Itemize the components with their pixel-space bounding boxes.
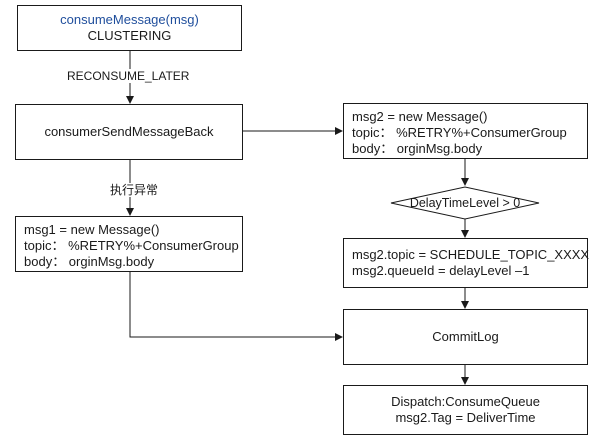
- edge-label-exception: 执行异常: [110, 183, 159, 197]
- node-msg1: msg1 = new Message() topic： %RETRY%+Cons…: [15, 216, 243, 272]
- node-dispatch-line-1: Dispatch:ConsumeQueue: [391, 394, 540, 409]
- node-send-message-back-label: consumerSendMessageBack: [44, 124, 214, 139]
- node-dispatch: Dispatch:ConsumeQueue msg2.Tag = Deliver…: [343, 385, 588, 435]
- node-commitlog-label: CommitLog: [432, 329, 499, 344]
- node-msg2: msg2 = new Message() topic： %RETRY%+Cons…: [343, 103, 588, 159]
- delay-check-label: DelayTimeLevel > 0: [409, 196, 521, 210]
- node-msg2-line-3: body： orginMsg.body: [352, 141, 483, 156]
- node-commitlog: CommitLog: [343, 309, 588, 365]
- node-consume-message: consumeMessage(msg) CLUSTERING: [17, 5, 242, 51]
- node-msg2-line-2: topic： %RETRY%+ConsumerGroup: [352, 125, 567, 140]
- node-msg1-line-2: topic： %RETRY%+ConsumerGroup: [24, 238, 239, 253]
- node-dispatch-line-2: msg2.Tag = DeliverTime: [395, 410, 536, 425]
- node-schedule: msg2.topic = SCHEDULE_TOPIC_XXXX msg2.qu…: [343, 238, 590, 288]
- node-msg2-line-1: msg2 = new Message(): [352, 109, 488, 124]
- node-schedule-line-1: msg2.topic = SCHEDULE_TOPIC_XXXX: [352, 247, 590, 262]
- node-schedule-line-2: msg2.queueId = delayLevel –1: [352, 263, 530, 278]
- delay-check-diamond: [390, 186, 540, 220]
- node-consume-message-line-2: CLUSTERING: [87, 28, 172, 43]
- node-msg1-line-3: body： orginMsg.body: [24, 254, 155, 269]
- edge-label-reconsume-later: RECONSUME_LATER: [67, 69, 190, 83]
- edge-msg1-to-commitlog: [129, 272, 343, 341]
- node-consume-message-line-1: consumeMessage(msg): [60, 12, 199, 27]
- node-send-message-back: consumerSendMessageBack: [15, 104, 243, 160]
- node-msg1-line-1: msg1 = new Message(): [24, 222, 160, 237]
